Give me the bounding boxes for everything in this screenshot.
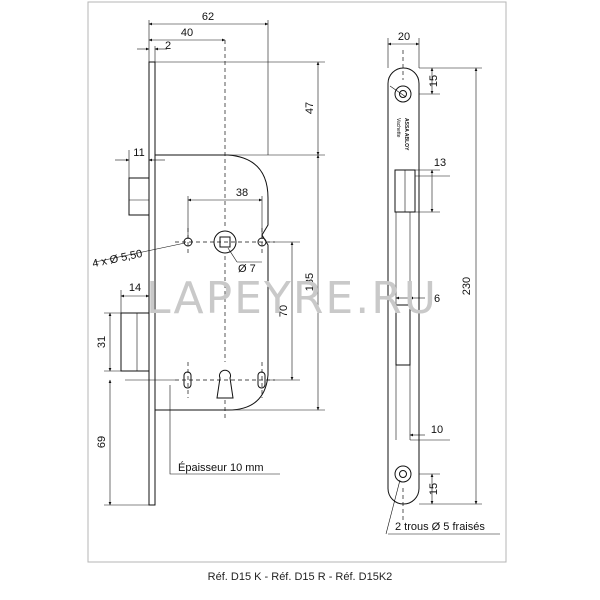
dim-2: 2 xyxy=(165,40,171,52)
countersunk-hole xyxy=(394,85,412,103)
dim-14: 14 xyxy=(129,282,141,294)
faceplate xyxy=(148,61,156,506)
dead-bolt xyxy=(120,312,150,372)
dim-13: 13 xyxy=(434,157,446,169)
dim-230: 230 xyxy=(461,277,473,295)
dim-38: 38 xyxy=(236,187,248,199)
dim-6: 6 xyxy=(434,293,440,305)
dim-top-15: 15 xyxy=(428,75,440,87)
brand-assa-abloy: ASSA ABLOY xyxy=(403,118,409,151)
dim-47: 47 xyxy=(304,102,316,114)
dim-69: 69 xyxy=(96,436,108,448)
bolt-opening xyxy=(395,304,411,366)
dim-62: 62 xyxy=(202,11,214,23)
dim-31: 31 xyxy=(96,336,108,348)
dim-135: 135 xyxy=(304,273,316,291)
thickness-note: Épaisseur 10 mm xyxy=(178,461,264,474)
dim-follower-7: Ø 7 xyxy=(238,263,256,275)
dim-10: 10 xyxy=(431,424,443,436)
dim-11: 11 xyxy=(133,147,144,159)
keyhole xyxy=(216,369,234,399)
brand-vachette: Vachette xyxy=(395,118,401,138)
reference-line: Réf. D15 K - Réf. D15 R - Réf. D15K2 xyxy=(208,571,393,583)
watermark: LAPEYRE.RU xyxy=(146,273,438,324)
drawing-frame xyxy=(87,1,507,563)
screw-note: 2 trous Ø 5 fraisés xyxy=(395,521,485,533)
latch-bolt xyxy=(128,177,150,216)
dim-20: 20 xyxy=(398,31,410,43)
dim-40: 40 xyxy=(181,27,193,39)
dim-70: 70 xyxy=(278,305,290,317)
faceplate-profile xyxy=(387,67,420,505)
dim-bottom-15: 15 xyxy=(428,483,440,495)
fixing-slot xyxy=(257,371,266,389)
countersunk-hole xyxy=(394,465,412,483)
side-view: Vachette ASSA ABLOY xyxy=(385,31,500,535)
front-view: 62 40 2 47 11 38 4 x Ø 5,50 Ø 7 135 70 1… xyxy=(91,11,325,506)
holes-note: 4 x Ø 5,50 xyxy=(91,248,143,270)
